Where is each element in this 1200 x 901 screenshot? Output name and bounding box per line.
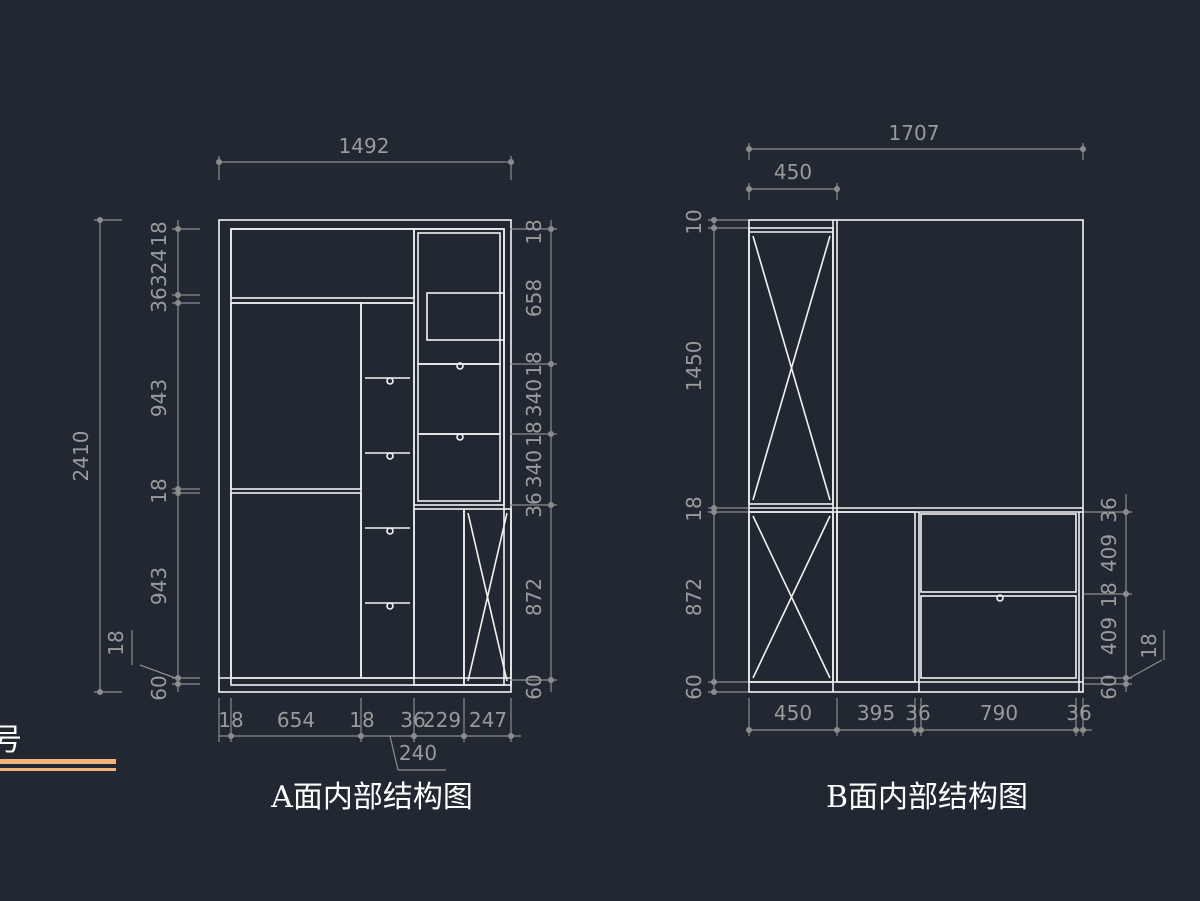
a-drawing-title: A面内部结构图	[270, 780, 473, 815]
a-left-dim-label: 324	[147, 249, 171, 287]
b-right-dimension-chain: 36 409 18 409 18 60	[1084, 494, 1165, 700]
b-bottom-dimension-chain: 450 395 36 790 36	[746, 698, 1092, 736]
a-drawer-knob	[456, 433, 464, 441]
a-left-dim-label: 18	[147, 221, 171, 246]
b-left-dim-label: 18	[682, 496, 706, 521]
a-drawer-knob	[386, 452, 394, 460]
a-bottom-dim-label: 229	[423, 708, 461, 732]
a-right-dim-label: 18	[522, 219, 546, 244]
b-left-dimension-chain: 10 1450 18 872 60	[682, 209, 748, 700]
a-left-dim-label: 943	[147, 379, 171, 417]
a-right-lower-door	[413, 508, 465, 686]
a-bottom-dim-label: 36	[400, 708, 425, 732]
a-left-dim-label: 18	[104, 630, 128, 655]
b-left-dim-label: 872	[682, 578, 706, 616]
b-drawer-knob	[996, 594, 1004, 602]
b-right-drawer	[920, 513, 1077, 593]
b-right-drawer	[920, 595, 1077, 679]
a-appliance-niche	[426, 292, 505, 341]
a-left-dim-label: 36	[147, 287, 171, 312]
b-right-dim-label: 36	[1097, 497, 1121, 522]
b-right-dim-label: 409	[1097, 534, 1121, 572]
a-height-label: 2410	[69, 431, 93, 482]
a-right-dim-label: 60	[522, 674, 546, 699]
b-width-label: 1707	[889, 121, 940, 145]
a-width-dimension: 1492	[216, 134, 514, 180]
cabinet-a-outline	[218, 219, 512, 693]
a-right-dim-label: 340	[522, 379, 546, 417]
b-top-partial-label: 450	[774, 160, 812, 184]
a-right-drawer	[417, 363, 501, 435]
a-right-dim-label: 18	[522, 421, 546, 446]
a-height-dimension: 2410	[69, 217, 122, 695]
a-right-dim-label: 36	[522, 492, 546, 517]
a-bottom-dimension-chain: 18 654 18 36 229 247 240	[218, 698, 521, 771]
orange-rule-bottom	[0, 768, 116, 771]
b-left-dim-label: 10	[682, 209, 706, 234]
cropped-label: 号	[0, 723, 22, 758]
b-right-dim-label: 60	[1097, 674, 1121, 699]
a-bottom-dim-label: 18	[218, 708, 243, 732]
a-drawer-knob	[386, 527, 394, 535]
a-drawer-knob	[386, 377, 394, 385]
a-top-left-compartment	[230, 228, 415, 299]
a-left-dimension-chain: 18 324 36 943 18 943 18 60	[104, 220, 200, 701]
a-left-dim-label: 60	[147, 675, 171, 700]
b-right-dim-label: 409	[1097, 617, 1121, 655]
b-bottom-dim-label: 395	[857, 701, 895, 725]
a-bottom-dim-label: 654	[277, 708, 315, 732]
a-left-dim-label: 943	[147, 567, 171, 605]
b-bottom-dim-label: 450	[774, 701, 812, 725]
b-left-dim-label: 60	[682, 674, 706, 699]
b-left-dim-label: 1450	[682, 341, 706, 392]
a-right-dim-label: 872	[522, 578, 546, 616]
a-right-dim-label: 658	[522, 279, 546, 317]
b-lower-glass-panel	[748, 511, 834, 683]
elevation-b: 1707 450 10 1450 18 872 60	[682, 121, 1165, 815]
a-left-dim-label: 18	[147, 478, 171, 503]
a-right-dim-label: 18	[522, 351, 546, 376]
b-width-dimension: 1707	[746, 121, 1086, 160]
b-middle-door	[836, 511, 916, 683]
a-width-label: 1492	[339, 134, 390, 158]
b-drawing-title: B面内部结构图	[826, 780, 1028, 815]
a-drawer-column	[360, 302, 415, 679]
b-right-dim-label: 18	[1097, 582, 1121, 607]
a-right-drawer	[417, 433, 501, 502]
b-top-partial-dimension: 450	[746, 160, 840, 200]
a-upper-door	[230, 302, 362, 490]
b-bottom-dim-label: 790	[980, 701, 1018, 725]
b-bottom-dim-label: 36	[1066, 701, 1091, 725]
a-bottom-dim-label: 247	[469, 708, 507, 732]
a-glass-panel	[463, 508, 512, 686]
a-drawer-knob	[386, 602, 394, 610]
a-right-upper-column	[413, 228, 505, 506]
a-right-dimension-chain: 18 658 18 340 18 340 36 872 60	[510, 219, 557, 700]
b-bottom-dim-label: 36	[905, 701, 930, 725]
a-lower-door	[230, 492, 362, 679]
a-drawer-knob	[456, 362, 464, 370]
b-right-dim-label: 18	[1137, 633, 1161, 658]
a-right-dim-label: 340	[522, 450, 546, 488]
orange-rule-top	[0, 759, 116, 764]
cabinet-b-outline	[748, 219, 1084, 693]
a-bottom-extra-label: 240	[399, 741, 437, 765]
a-bottom-dim-label: 18	[349, 708, 374, 732]
elevation-a: 1492 2410 18 324 36 943 18 943	[69, 134, 557, 815]
